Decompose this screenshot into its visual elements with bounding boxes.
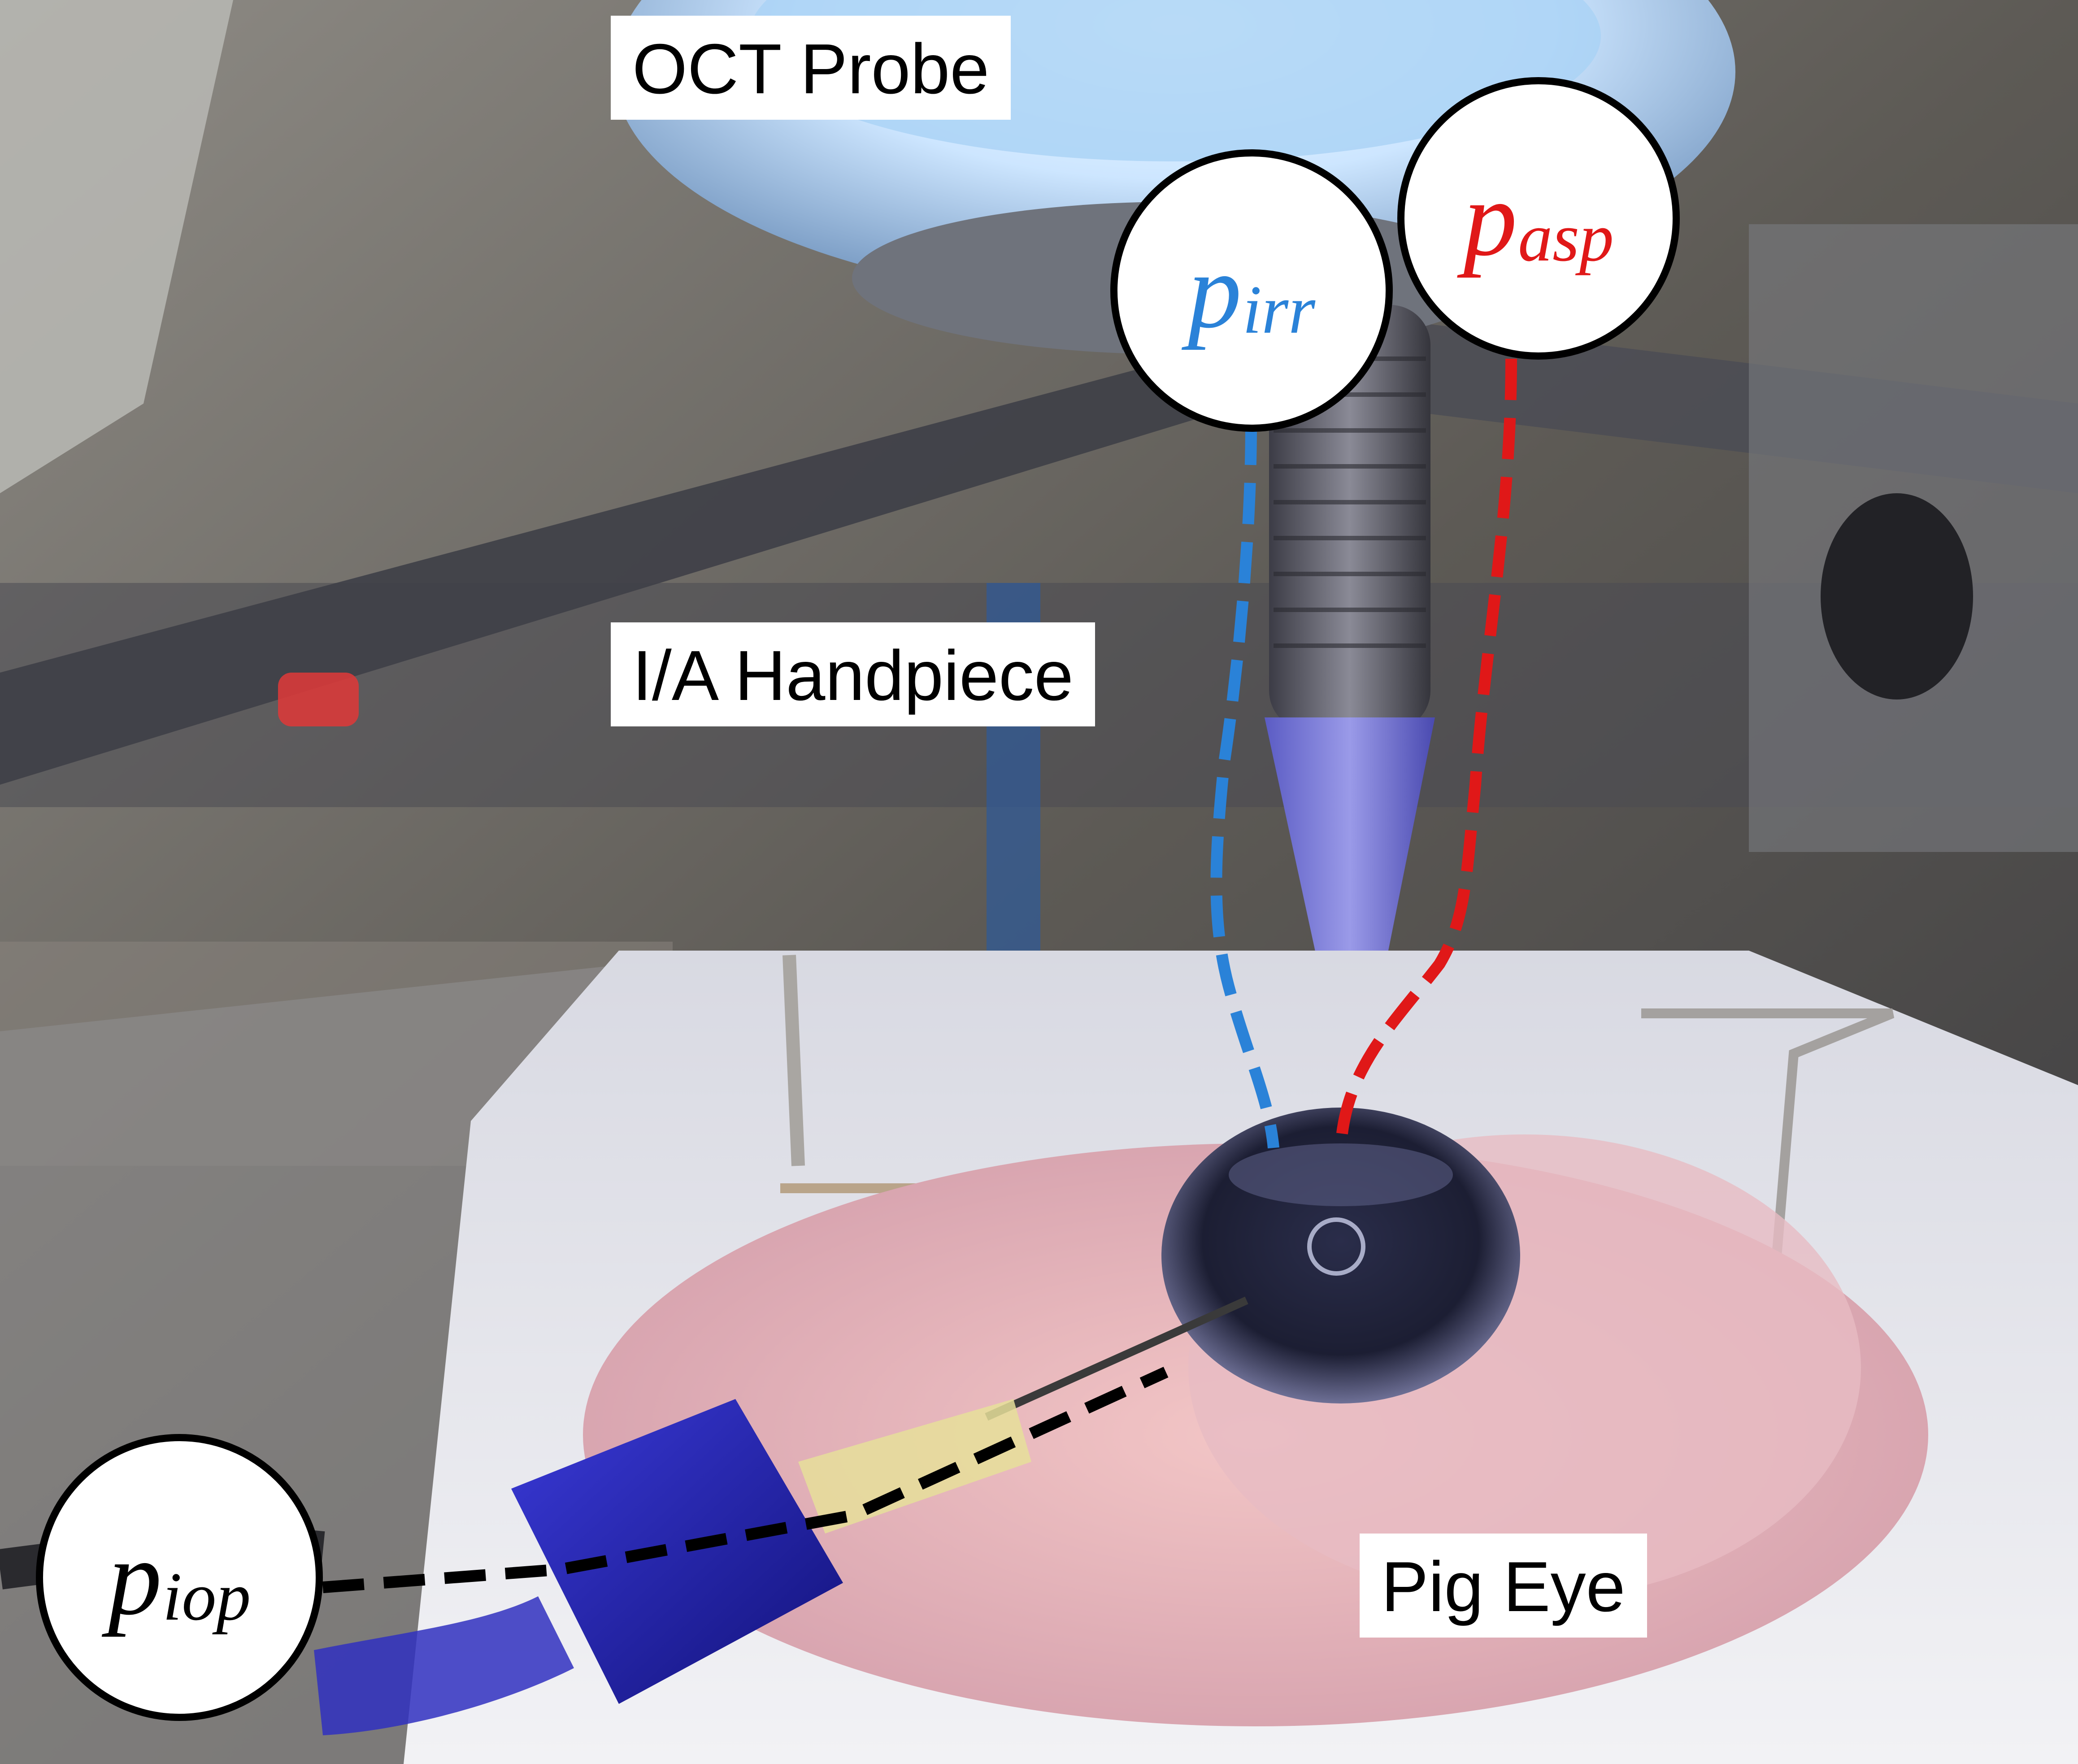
irrigation-pressure-symbol: p [1187, 231, 1242, 350]
irrigation-line [1210, 423, 1279, 1149]
iop-pressure-symbol: p [108, 1518, 162, 1637]
iop-line [322, 1367, 1169, 1593]
ia-handpiece-label: I/A Handpiece [611, 622, 1095, 726]
pig-eye-label: Pig Eye [1360, 1534, 1647, 1638]
aspiration-pressure-symbol: p [1463, 159, 1517, 278]
oct-probe-label: OCT Probe [611, 16, 1011, 120]
irrigation-pressure-subscript: irr [1242, 271, 1316, 348]
aspiration-line [1335, 358, 1517, 1148]
iop-pressure-subscript: iop [162, 1558, 251, 1635]
aspiration-pressure-subscript: asp [1518, 199, 1614, 276]
